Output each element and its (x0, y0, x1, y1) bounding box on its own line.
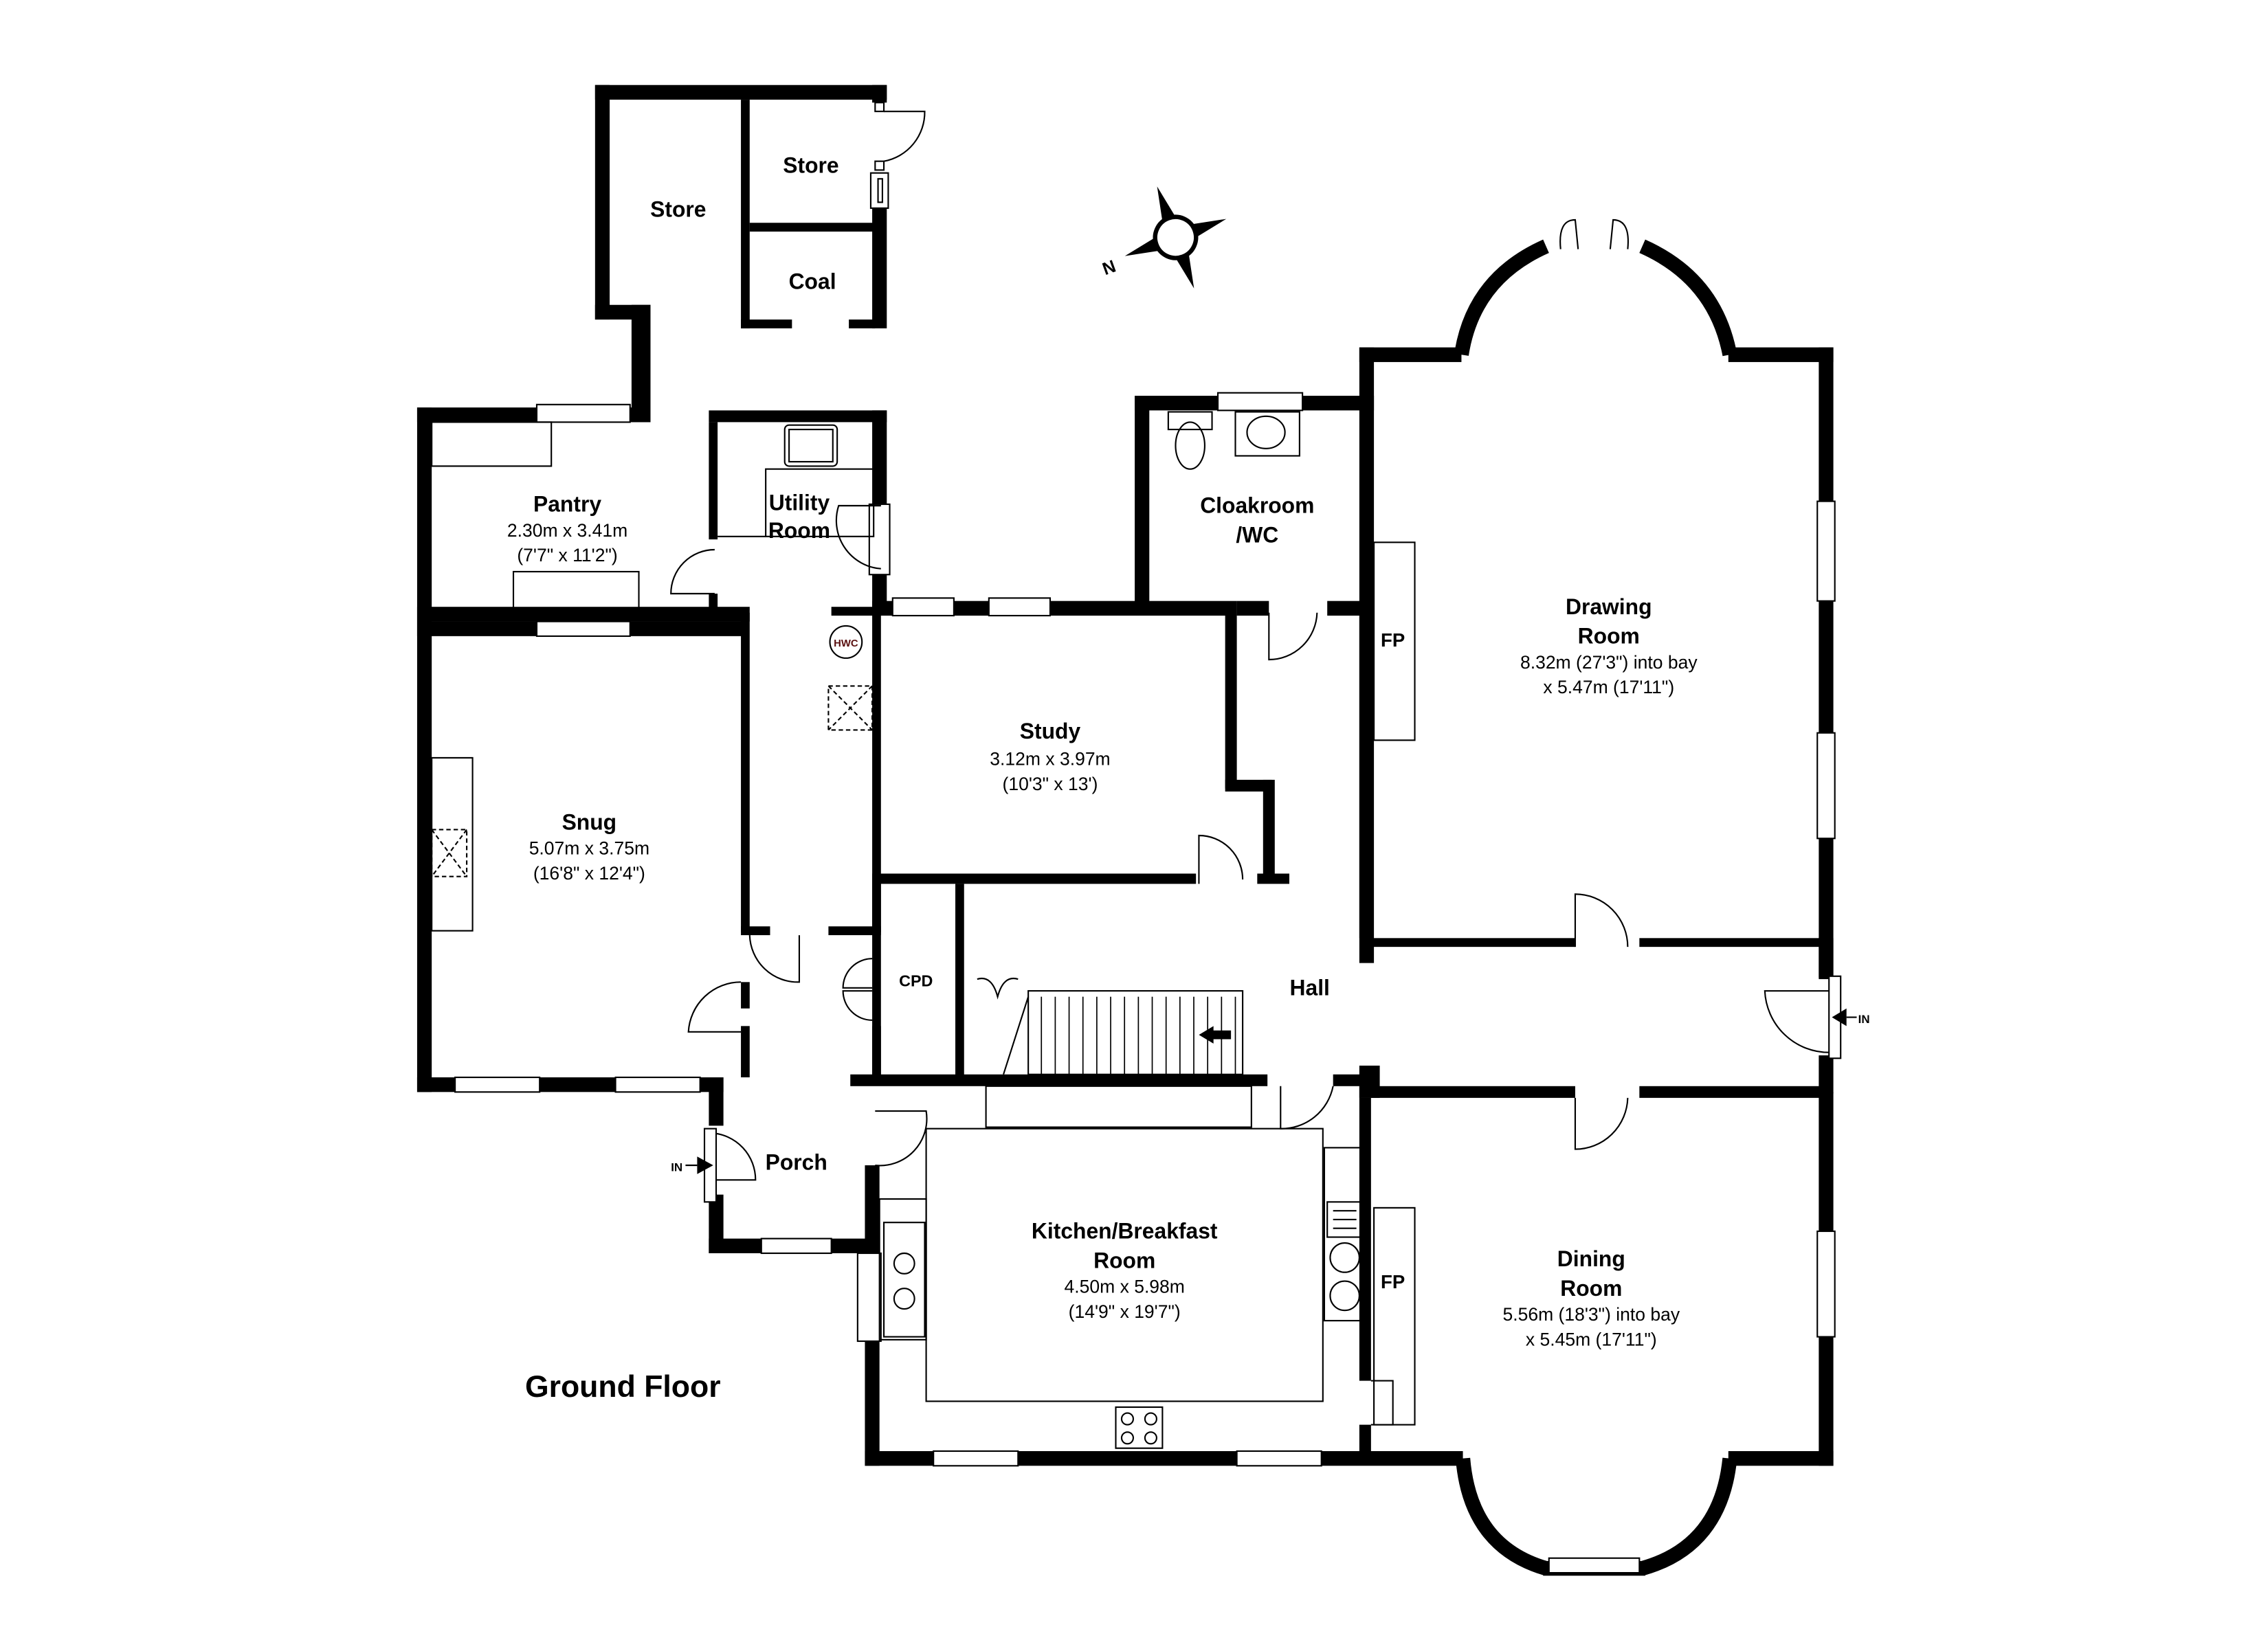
french-doors-drawing-room (1559, 218, 1630, 249)
hwc-label: HWC (834, 638, 858, 649)
room-dim-study-metric: 3.12m x 3.97m (990, 749, 1110, 770)
dining-room-bay (1455, 1457, 1737, 1575)
room-label-store-small: Store (783, 153, 838, 178)
room-dim-pantry-metric: 2.30m x 3.41m (507, 520, 627, 541)
drawing-room-bay (1454, 239, 1737, 357)
room-dim-study-imperial: (10'3" x 13') (1003, 774, 1098, 794)
room-label-hall: Hall (1290, 975, 1330, 1000)
room-label-store-large: Store (650, 197, 706, 222)
room-label-pantry: Pantry (533, 491, 601, 516)
room-label-dining-1: Dining (1557, 1246, 1625, 1271)
room-label-drawing-1: Drawing (1566, 594, 1652, 619)
room-label-cloakroom-1: Cloakroom (1200, 493, 1314, 518)
room-label-kitchen-1: Kitchen/Breakfast (1032, 1219, 1218, 1244)
room-label-cloakroom-2: /WC (1236, 522, 1278, 547)
porch-entrance-label: IN (671, 1160, 682, 1174)
room-label-utility-2: Room (768, 518, 830, 543)
windows (454, 392, 1836, 1467)
room-dim-snug-imperial: (16'8" x 12'4") (533, 863, 645, 884)
room-dim-kitchen-metric: 4.50m x 5.98m (1065, 1277, 1185, 1297)
room-dim-kitchen-imperial: (14'9" x 19'7") (1069, 1301, 1181, 1322)
room-dim-snug-metric: 5.07m x 3.75m (529, 838, 649, 859)
room-dim-dining-2: x 5.45m (17'11") (1526, 1329, 1657, 1349)
room-label-coal: Coal (789, 269, 836, 293)
room-label-cpd: CPD (899, 972, 933, 990)
floor-title: Ground Floor (525, 1370, 721, 1404)
room-label-utility-1: Utility (769, 490, 830, 515)
room-dim-drawing-2: x 5.47m (17'11") (1543, 677, 1674, 697)
fireplace-label-drawing: FP (1381, 629, 1405, 651)
hall-entrance-label: IN (1858, 1013, 1870, 1026)
staircase (977, 978, 1244, 1075)
room-label-porch: Porch (766, 1149, 827, 1174)
room-dim-dining-1: 5.56m (18'3") into bay (1503, 1304, 1680, 1325)
room-label-study: Study (1020, 719, 1081, 743)
porch-entrance-marker (685, 1128, 718, 1203)
compass-rose-icon (1124, 186, 1227, 289)
outbuilding (594, 85, 926, 415)
room-label-drawing-2: Room (1578, 623, 1640, 648)
fireplace-label-dining: FP (1381, 1271, 1405, 1292)
fixtures (431, 411, 1416, 1449)
room-dim-pantry-imperial: (7'7" x 11'2") (517, 545, 617, 565)
hall-entrance-marker (1828, 975, 1857, 1059)
room-label-kitchen-2: Room (1093, 1248, 1155, 1272)
room-label-snug: Snug (562, 809, 617, 834)
room-dim-drawing-1: 8.32m (27'3") into bay (1520, 652, 1698, 673)
room-label-dining-2: Room (1560, 1276, 1622, 1301)
compass-north-label: N (1100, 257, 1119, 280)
